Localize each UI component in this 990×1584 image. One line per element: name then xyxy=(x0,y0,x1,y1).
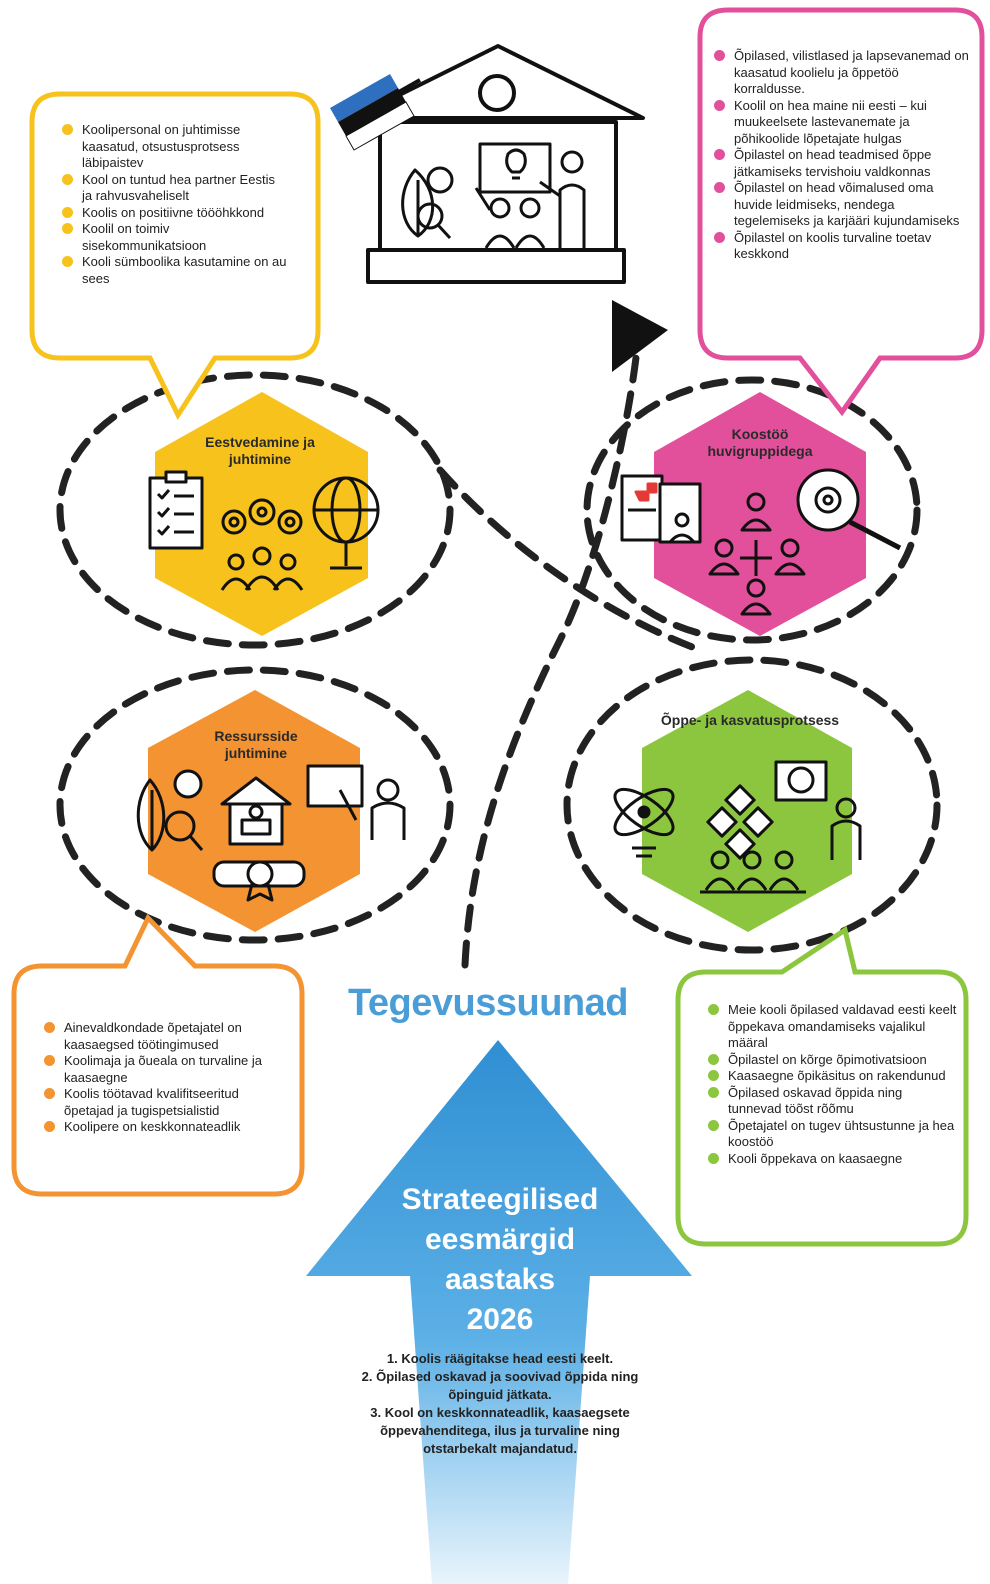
list-item: Koolipersonal on juhtimisse kaasatud, ot… xyxy=(62,122,288,172)
goal-list: 1. Koolis räägitakse head eesti keelt. 2… xyxy=(350,1350,650,1458)
hexagon-learning xyxy=(642,690,852,932)
list-item: Õpilastel on head võimalused oma huvide … xyxy=(714,180,972,230)
learning-icons xyxy=(613,760,862,894)
medical-kit-icon xyxy=(620,474,664,542)
hexagon-title-cooperation: Koostöö huvigruppidega xyxy=(707,426,813,459)
pink-callout-bubble xyxy=(697,7,985,417)
gear-lightbulb-magnifier-icon xyxy=(796,468,902,551)
goal-title-line: eesmärgid xyxy=(424,1223,576,1256)
hexagon-leadership xyxy=(155,392,368,636)
teacher-board-icon xyxy=(306,764,406,840)
top-left-loop xyxy=(56,371,454,649)
goal-title-line: Strateegilised xyxy=(401,1183,599,1216)
hexagon-title-learning: Õppe- ja kasvatusprotsess xyxy=(660,712,840,728)
list-item: Kooli sümboolika kasutamine on au sees xyxy=(62,254,288,287)
goal-item: 1. Koolis räägitakse head eesti keelt. xyxy=(386,1351,614,1366)
yellow-callout-bubble xyxy=(29,91,321,421)
bottom-left-loop xyxy=(56,666,454,944)
list-item: Koolil on toimiv sisekommunikatsioon xyxy=(62,221,288,254)
school-building-icon xyxy=(351,44,645,284)
list-item: Õpetajatel on tugev ühtsustunne ja hea k… xyxy=(708,1118,958,1151)
list-item: Õpilastel on kõrge õpimotivatsioon xyxy=(708,1052,958,1069)
section-title: Tegevussuunad xyxy=(348,982,628,1024)
leaf-magnifier-icon xyxy=(136,769,204,852)
list-item: Koolipere on keskkonnateadlik xyxy=(44,1119,292,1136)
house-person-icon xyxy=(220,776,292,846)
top-right-loop xyxy=(583,376,921,644)
orange-callout: Ainevaldkondade õpetajatel on kaasaegsed… xyxy=(44,1020,292,1136)
pink-callout: Õpilased, vilistlased ja lapsevanemad on… xyxy=(714,48,972,263)
list-item: Koolil on hea maine nii eesti – kui muuk… xyxy=(714,98,972,148)
list-item: Koolis on positiivne töööhkkond xyxy=(62,205,288,222)
diagonal-path-up xyxy=(461,336,642,969)
people-group-icon xyxy=(220,546,304,591)
classroom-teacher-icon xyxy=(700,760,862,894)
hexagon-cooperation xyxy=(654,392,866,636)
list-item: Ainevaldkondade õpetajatel on kaasaegsed… xyxy=(44,1020,292,1053)
goal-title: Strateegilised eesmärgid aastaks 2026 xyxy=(360,1180,640,1340)
list-item: Koolis töötavad kvalifitseeritud õpetaja… xyxy=(44,1086,292,1119)
goal-item: 3. Kool on keskkonnateadlik, kaasaegsete… xyxy=(370,1405,630,1456)
list-item: Meie kooli õpilased valdavad eesti keelt… xyxy=(708,1002,958,1052)
goal-title-line: aastaks xyxy=(444,1263,556,1296)
clipboard-checklist-icon xyxy=(148,470,204,550)
goal-item: 2. Õpilased oskavad ja soovivad õppida n… xyxy=(361,1369,639,1402)
people-network-icon xyxy=(708,492,806,616)
list-item: Kaasaegne õpikäsitus on rakendunud xyxy=(708,1068,958,1085)
list-item: Kooli õppekava on kaasaegne xyxy=(708,1151,958,1168)
puzzle-pieces-icon xyxy=(706,784,774,860)
hand-tablet-icon xyxy=(658,482,702,544)
atom-lightbulb-icon xyxy=(613,787,675,858)
list-item: Koolimaja ja õueala on turvaline ja kaas… xyxy=(44,1053,292,1086)
list-item: Kool on tuntud hea partner Eestis ja rah… xyxy=(62,172,288,205)
goal-title-line: 2026 xyxy=(466,1303,534,1336)
yellow-callout: Koolipersonal on juhtimisse kaasatud, ot… xyxy=(62,122,288,287)
hexagon-title-resources: Ressursside juhtimine xyxy=(214,728,298,761)
diagonal-path-cross xyxy=(436,466,704,654)
green-callout-bubble xyxy=(675,925,969,1247)
list-item: Õpilased oskavad õppida ning tunnevad tö… xyxy=(708,1085,958,1118)
list-item: Õpilased, vilistlased ja lapsevanemad on… xyxy=(714,48,972,98)
hexagon-title-leadership: Eestvedamine ja juhtimine xyxy=(205,434,315,467)
green-callout: Meie kooli õpilased valdavad eesti keelt… xyxy=(708,1002,958,1167)
strategic-goals-arrow xyxy=(306,1040,692,1584)
globe-icon xyxy=(312,476,380,570)
resources-icons xyxy=(136,764,406,902)
orange-callout-bubble xyxy=(11,913,305,1197)
list-item: Õpilastel on koolis turvaline toetav kes… xyxy=(714,230,972,263)
cooperation-icons xyxy=(620,468,902,616)
dashed-loops xyxy=(56,336,941,969)
flow-arrowhead-icon xyxy=(612,300,668,372)
list-item: Õpilastel on head teadmised õppe jätkami… xyxy=(714,147,972,180)
leadership-icons xyxy=(148,470,380,591)
estonian-flag-icon xyxy=(330,74,421,151)
gears-icon xyxy=(221,498,303,535)
bottom-right-loop xyxy=(563,656,941,954)
diploma-scroll-icon xyxy=(212,860,306,902)
